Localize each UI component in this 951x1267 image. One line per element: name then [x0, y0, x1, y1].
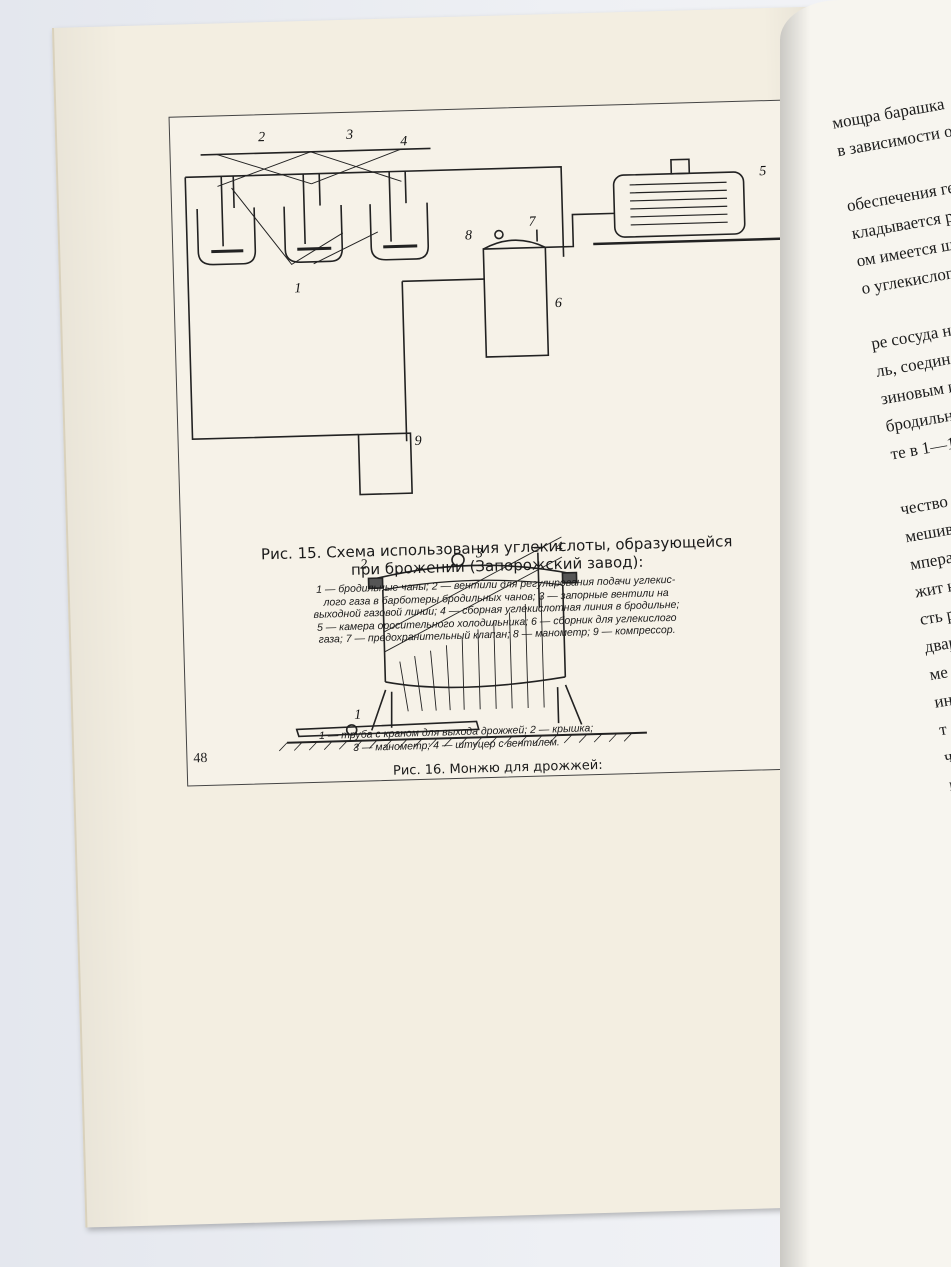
book-page-left: 1 2 3 4 5 6 7 8 9	[52, 5, 894, 1228]
fig15-label-9: 9	[414, 434, 421, 449]
figure-15-diagram: 1 2 3 4 5 6 7 8 9	[184, 128, 784, 752]
fig15-label-1: 1	[294, 281, 301, 296]
fermentation-tank-2	[283, 173, 344, 263]
header-line	[200, 147, 431, 156]
figure-frame: 1 2 3 4 5 6 7 8 9	[168, 99, 815, 787]
fig15-label-2: 2	[258, 130, 265, 145]
valve-icon	[345, 724, 358, 736]
compressor-9	[357, 432, 413, 496]
fig15-label-3: 3	[345, 128, 353, 143]
gas-collector-6	[401, 229, 550, 442]
fig16-label-2: 2	[360, 557, 367, 572]
fig15-label-8: 8	[465, 228, 472, 243]
collector-line	[185, 166, 565, 257]
page-number: 48	[193, 750, 208, 767]
manometer-icon	[451, 553, 465, 567]
valve-connectors	[216, 148, 402, 187]
fig16-label-4: 4	[555, 540, 562, 555]
fig15-label-4: 4	[400, 134, 407, 149]
fig16-label-3: 3	[475, 546, 483, 561]
yeast-hatch	[383, 536, 563, 712]
fig15-label-6: 6	[555, 296, 562, 311]
chiller-5	[545, 158, 784, 249]
fig16-label-1: 1	[354, 708, 361, 723]
fig15-label-5: 5	[759, 164, 766, 179]
fermentation-tank-1	[196, 175, 257, 266]
fig15-label-7: 7	[528, 215, 536, 230]
figure-16-montejus	[278, 536, 647, 752]
fermentation-tank-3	[369, 171, 430, 261]
return-line	[184, 177, 359, 441]
